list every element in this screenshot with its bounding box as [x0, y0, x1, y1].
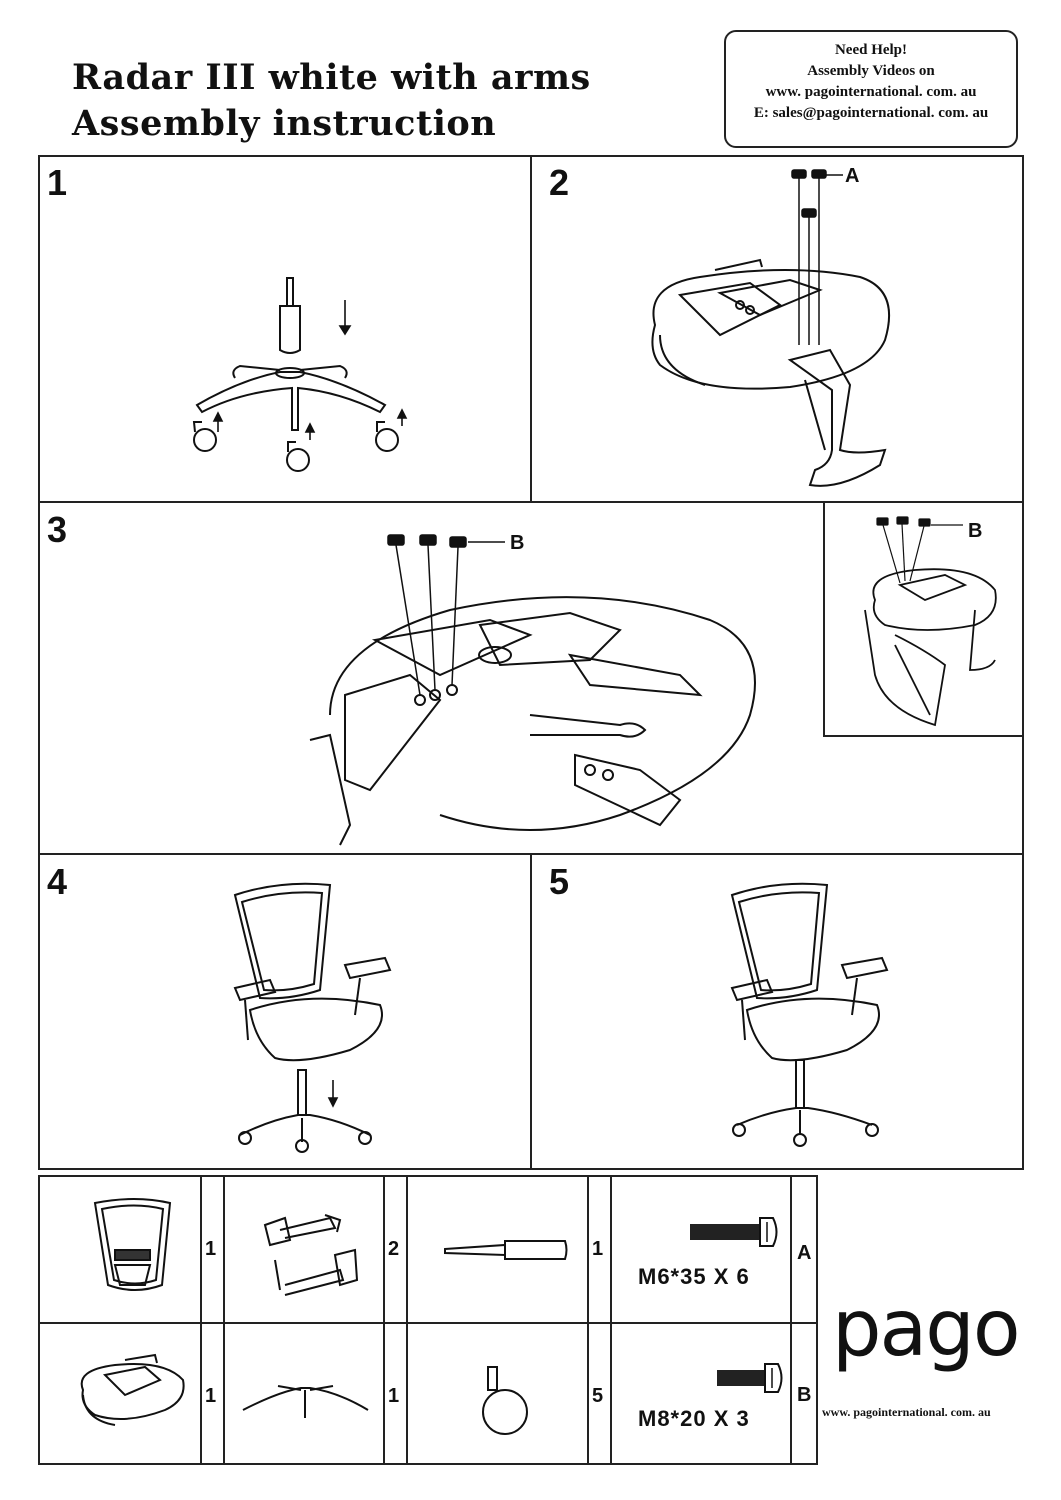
part-seat-qty: 1 [205, 1385, 217, 1407]
step2-callout-a: A [845, 165, 860, 187]
step3-callout-b: B [510, 532, 525, 554]
divider [790, 1175, 792, 1465]
document-title: Radar III white with arms [72, 57, 591, 98]
step-1-number: 1 [47, 162, 68, 203]
parts-list-table [38, 1175, 818, 1465]
help-box: Need Help! Assembly Videos on www. pagoi… [724, 30, 1018, 148]
divider [38, 501, 1024, 503]
divider [200, 1175, 202, 1465]
brand-logo: pago [832, 1284, 1021, 1374]
step3-inset-illustration [864, 516, 997, 727]
document-subtitle: Assembly instruction [72, 103, 497, 144]
divider [38, 1322, 818, 1324]
part-gas-lift-icon [444, 1240, 568, 1260]
divider [406, 1175, 408, 1465]
part-base-icon [242, 1385, 369, 1418]
part-armrests-qty: 2 [388, 1238, 400, 1260]
help-email-link[interactable]: E: sales@pagointernational. com. au [753, 105, 989, 121]
help-videos-label: Assembly Videos on [807, 63, 935, 79]
step3-inset-callout-b: B [968, 520, 983, 542]
step3-inset-frame [823, 501, 1024, 737]
divider [223, 1175, 225, 1465]
part-caster-icon [482, 1366, 528, 1435]
bolt-a-letter: A [797, 1242, 812, 1264]
bolt-a-spec: M6*35 X 6 [638, 1264, 750, 1289]
step4-chair-illustration [233, 882, 392, 1153]
step-2-number: 2 [549, 162, 570, 203]
brand-website-link[interactable]: www. pagointernational. com. au [822, 1405, 991, 1419]
part-backrest-icon [93, 1198, 172, 1291]
divider [530, 853, 532, 1170]
part-backrest-qty: 1 [205, 1238, 217, 1260]
step5-assembled-chair-illustration [730, 882, 889, 1147]
divider [587, 1175, 589, 1465]
step-5-number: 5 [549, 861, 570, 902]
step2-seat-arm-illustration [651, 169, 891, 487]
bolt-b-icon [717, 1363, 783, 1393]
help-website-link[interactable]: www. pagointernational. com. au [765, 84, 977, 100]
divider [610, 1175, 612, 1465]
divider [383, 1175, 385, 1465]
part-armrests-icon [263, 1214, 359, 1296]
bolt-a-icon [690, 1217, 778, 1247]
part-base-qty: 1 [388, 1385, 400, 1407]
part-gas-lift-qty: 1 [592, 1238, 604, 1260]
step-3-number: 3 [47, 509, 68, 550]
help-heading: Need Help! [834, 42, 908, 58]
bolt-b-spec: M8*20 X 3 [638, 1406, 750, 1431]
divider [530, 155, 532, 503]
step-4-number: 4 [47, 861, 68, 902]
part-caster-qty: 5 [592, 1385, 604, 1407]
step3-mechanism-illustration [309, 534, 756, 846]
step1-base-illustration [192, 277, 408, 472]
part-seat-icon [80, 1353, 185, 1426]
bolt-b-letter: B [797, 1384, 812, 1406]
